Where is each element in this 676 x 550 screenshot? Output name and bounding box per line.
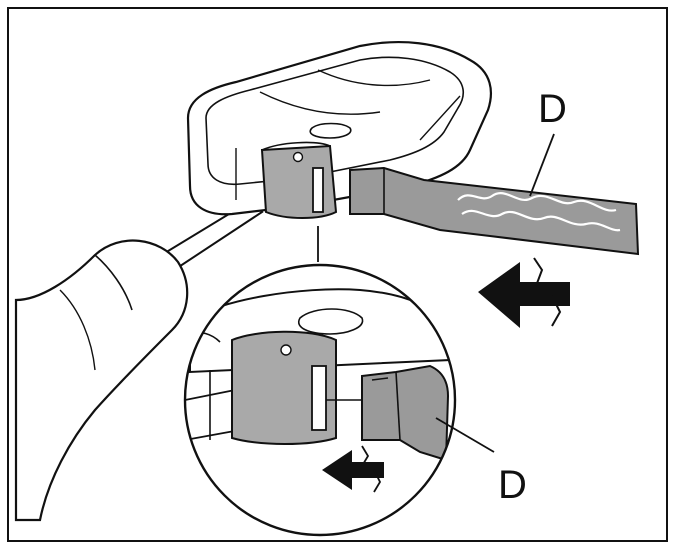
detail-lock-cylinder xyxy=(231,330,337,445)
key-slot xyxy=(312,167,324,213)
lock-cylinder-top xyxy=(261,141,331,151)
insert-arrow-small xyxy=(322,450,384,490)
fob-ridge xyxy=(317,69,431,87)
detail-view xyxy=(183,263,457,537)
fob-side-line xyxy=(419,95,461,141)
figure-frame xyxy=(7,7,668,542)
key-blade-groove xyxy=(461,209,621,232)
detail-circle-outline xyxy=(183,263,457,537)
insert-arrow-large xyxy=(478,257,570,328)
detail-cylinder-screw xyxy=(280,344,292,356)
insert-arrow-break xyxy=(373,469,382,493)
handle-grip-line xyxy=(59,289,96,371)
detail-key-shoulder xyxy=(395,371,401,441)
callout-label-top: D xyxy=(538,87,567,131)
handle-grip-line xyxy=(94,254,133,311)
callout-leader-top xyxy=(529,133,555,197)
cylinder-screw xyxy=(292,151,304,163)
detail-housing-wall xyxy=(185,429,241,441)
fob-emblem xyxy=(309,122,352,139)
callout-label-bottom: D xyxy=(498,463,527,507)
detail-key-blade xyxy=(361,364,450,462)
detail-key-notch xyxy=(371,377,389,381)
fob-ridge xyxy=(259,91,381,115)
detail-fob-emblem xyxy=(297,308,364,335)
insert-arrow-break xyxy=(361,445,370,467)
screwdriver-handle xyxy=(14,239,189,522)
detail-key-slot xyxy=(311,365,327,431)
key-blade-groove xyxy=(457,192,617,212)
callout-leader-bottom xyxy=(435,417,495,453)
screwdriver xyxy=(14,198,264,522)
key-blade-top xyxy=(349,166,640,256)
key-fob xyxy=(186,41,640,256)
